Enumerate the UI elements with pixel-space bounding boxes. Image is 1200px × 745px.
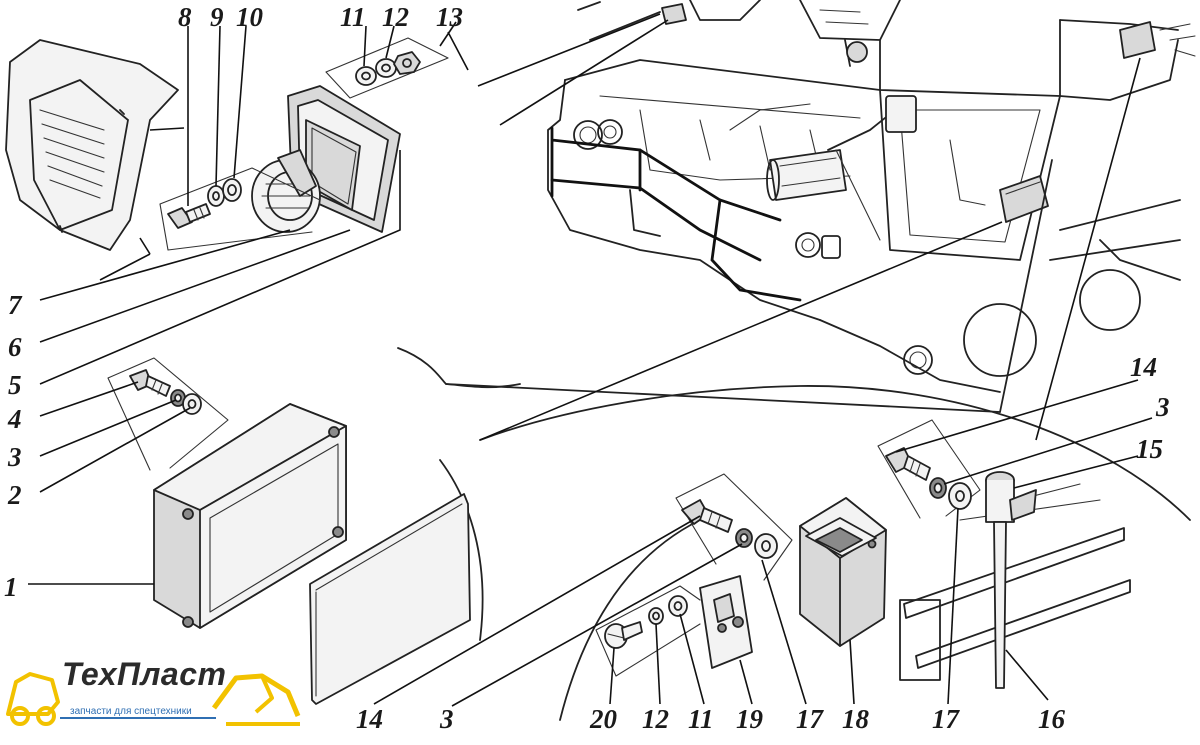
part-labels: 8 9 10 11 12 13 7 6 5 4 3 2 1 14 3 15 14… [4,2,1170,734]
label-part-18: 18 [842,704,870,734]
hardware-bracket-2-4 [107,357,229,471]
label-part-2: 2 [7,480,22,510]
junction-box-18 [799,497,887,647]
excavator-logo-icon [6,672,301,726]
control-box-1 [153,403,347,629]
label-part-11b: 11 [688,704,714,734]
label-part-6: 6 [8,332,22,362]
label-part-8: 8 [178,2,192,32]
hardware-bracket-14-17 [675,473,793,581]
callout-arc-left [397,347,521,389]
rail-structure [899,483,1131,681]
label-part-14b: 14 [356,704,383,734]
washer-3b-icon [929,477,947,499]
washer-9-icon [207,185,225,207]
brand-tagline: запчасти для спецтехники [70,706,192,717]
label-part-19: 19 [736,704,764,734]
washer-12-icon [375,58,397,78]
label-part-5: 5 [8,370,22,400]
washer-11-icon [355,66,377,86]
washer-10-icon [222,178,242,202]
label-part-7: 7 [8,290,23,320]
nut-13-icon [393,51,421,75]
bolt-8-icon [167,203,211,229]
bolt-4-icon [129,369,171,397]
brand-name: ТехПласт [62,656,227,692]
label-part-12a: 12 [382,2,409,32]
cab-side-box-location [999,175,1049,223]
label-part-15: 15 [1136,434,1163,464]
rod-16 [993,521,1007,689]
track-wheels [819,199,1181,393]
bolt-14a-icon [681,499,733,533]
label-part-4: 4 [7,404,22,434]
vehicle-illustration [547,0,1196,393]
fan-disc-7 [251,149,321,233]
label-part-13: 13 [436,2,463,32]
washer-12b-icon [648,607,664,625]
label-part-3c: 3 [439,704,454,734]
roof-left-location [661,3,687,25]
label-part-10: 10 [236,2,264,32]
label-part-3b: 3 [1155,392,1170,422]
clamp-15 [985,471,1037,523]
callout-arc-bottom [479,385,1191,521]
cover-panel [309,493,471,705]
terminal-plate-19 [699,575,753,669]
front-cylinder [766,149,847,201]
grille-panel [5,39,179,251]
label-part-17a: 17 [796,704,825,734]
hardware-bracket-11b-20 [595,585,701,677]
washer-17b-icon [948,482,972,510]
washer-17a-icon [754,533,778,559]
label-leaders [28,21,1153,707]
label-part-17b: 17 [932,704,961,734]
label-part-20: 20 [589,704,618,734]
headlight-right-icon [795,232,841,259]
washer-3a-icon [170,389,186,407]
label-part-12b: 12 [642,704,669,734]
washer-11b-icon [668,595,688,617]
roof-box-location [1119,21,1156,59]
label-part-1: 1 [4,572,18,602]
label-part-16: 16 [1038,704,1066,734]
label-part-14a: 14 [1130,352,1157,382]
washer-3c-icon [735,528,753,548]
brand-logo: ТехПласт запчасти для спецтехники [0,652,320,740]
bolt-14b-icon [885,447,931,481]
label-part-3a: 3 [7,442,22,472]
screw-20-icon [604,621,643,649]
label-part-9: 9 [210,2,224,32]
headlight-left-icon [573,119,623,150]
label-part-11a: 11 [340,2,366,32]
